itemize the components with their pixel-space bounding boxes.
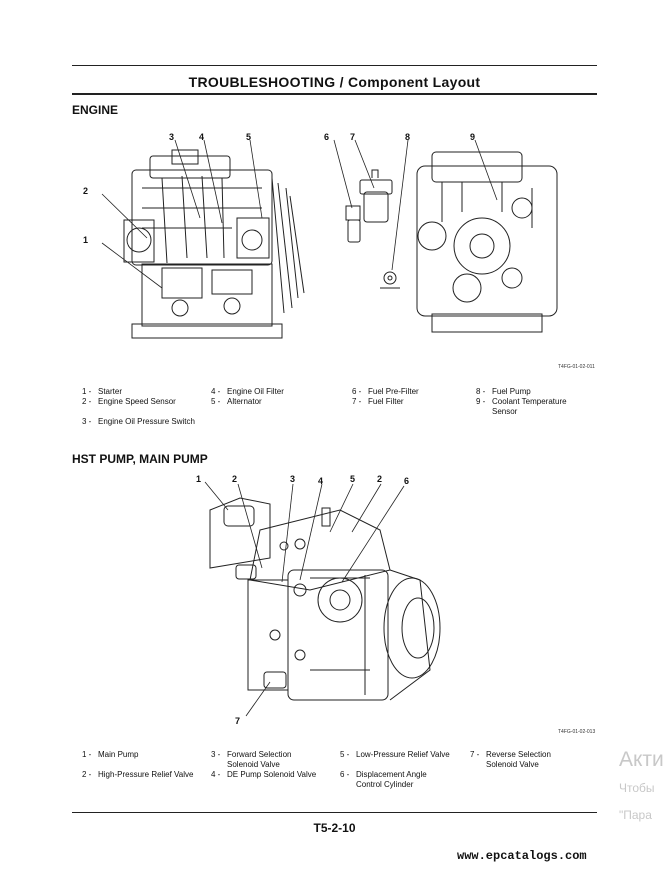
engine-legend-col-1: 1 -Starter 2 -Engine Speed Sensor xyxy=(82,387,202,407)
watermark-line-3: "Пара xyxy=(619,808,652,822)
legend-item: 1 -Main Pump xyxy=(82,750,139,759)
pump-legend-col-3: 5 -Low-Pressure Relief Valve 6 -Displace… xyxy=(340,750,470,790)
engine-figure-code: T4FG-01-02-011 xyxy=(558,364,595,370)
pump-callout-3: 3 xyxy=(290,474,295,484)
legend-item: 2 -High-Pressure Relief Valve xyxy=(82,770,194,779)
watermark-line-1: Акти xyxy=(619,748,664,771)
legend-item: 2 -Engine Speed Sensor xyxy=(82,397,176,406)
pump-legend-col-1: 1 -Main Pump 2 -High-Pressure Relief Val… xyxy=(82,750,207,780)
legend-item: 5 -Alternator xyxy=(211,397,262,406)
footer-rule xyxy=(72,812,597,813)
pump-callout-7: 7 xyxy=(235,716,240,726)
engine-side-view xyxy=(123,149,305,339)
engine-legend-col-2: 4 -Engine Oil Filter 5 -Alternator xyxy=(211,387,331,407)
pump-heading: HST PUMP, MAIN PUMP xyxy=(72,452,208,466)
engine-front-view xyxy=(416,151,558,333)
main-pump-body xyxy=(209,497,441,701)
pump-callout-2: 2 xyxy=(232,474,237,484)
pump-leaders xyxy=(204,481,405,717)
top-rule xyxy=(72,65,597,66)
pump-callout-2b: 2 xyxy=(377,474,382,484)
pump-legend-col-2: 3 -Forward Selection Solenoid Valve 4 -D… xyxy=(211,750,336,780)
pump-callout-5: 5 xyxy=(350,474,355,484)
page-number: T5-2-10 xyxy=(313,821,356,835)
legend-item: 9 -Coolant Temperature Sensor xyxy=(476,397,567,416)
fuel-filter-assembly xyxy=(345,169,393,243)
engine-legend-item-3: 3 -Engine Oil Pressure Switch xyxy=(82,417,195,426)
legend-item: 3 -Forward Selection Solenoid Valve xyxy=(211,750,292,769)
legend-item: 7 -Fuel Filter xyxy=(352,397,404,406)
callout-7: 7 xyxy=(350,132,355,142)
page-title: TROUBLESHOOTING / Component Layout xyxy=(188,74,481,90)
engine-legend-col-3: 6 -Fuel Pre-Filter 7 -Fuel Filter xyxy=(352,387,462,407)
callout-3: 3 xyxy=(169,132,174,142)
engine-legend-col-4: 8 -Fuel Pump 9 -Coolant Temperature Sens… xyxy=(476,387,586,417)
legend-item: 6 -Displacement Angle Control Cylinder xyxy=(340,770,427,789)
legend-item: 1 -Starter xyxy=(82,387,123,396)
engine-figure: 3 4 5 2 1 6 7 8 9 xyxy=(83,132,558,339)
legend-item: 4 -Engine Oil Filter xyxy=(211,387,284,396)
callout-1: 1 xyxy=(83,235,88,245)
pump-figure: 1 2 3 4 5 2 6 7 xyxy=(196,474,441,726)
engine-heading: ENGINE xyxy=(72,103,119,117)
callout-2: 2 xyxy=(83,186,88,196)
site-link[interactable]: www.epcatalogs.com xyxy=(457,849,587,863)
callout-8: 8 xyxy=(405,132,410,142)
engine-leaders xyxy=(101,139,498,289)
callout-9: 9 xyxy=(470,132,475,142)
legend-item: 7 -Reverse Selection Solenoid Valve xyxy=(470,750,551,769)
legend-item: 4 -DE Pump Solenoid Valve xyxy=(211,770,317,779)
pump-callout-1: 1 xyxy=(196,474,201,484)
pump-figure-code: T4FG-01-02-013 xyxy=(558,729,596,735)
legend-item: 6 -Fuel Pre-Filter xyxy=(352,387,419,396)
watermark-line-2: Чтобы xyxy=(619,781,655,795)
title-rule xyxy=(72,93,597,95)
legend-item: 5 -Low-Pressure Relief Valve xyxy=(340,750,450,759)
callout-5: 5 xyxy=(246,132,251,142)
pump-callout-4: 4 xyxy=(318,476,323,486)
fuel-pump xyxy=(380,271,400,289)
callout-4: 4 xyxy=(199,132,204,142)
callout-6: 6 xyxy=(324,132,329,142)
pump-callout-6: 6 xyxy=(404,476,409,486)
legend-item: 8 -Fuel Pump xyxy=(476,387,531,396)
pump-legend-col-4: 7 -Reverse Selection Solenoid Valve xyxy=(470,750,580,770)
